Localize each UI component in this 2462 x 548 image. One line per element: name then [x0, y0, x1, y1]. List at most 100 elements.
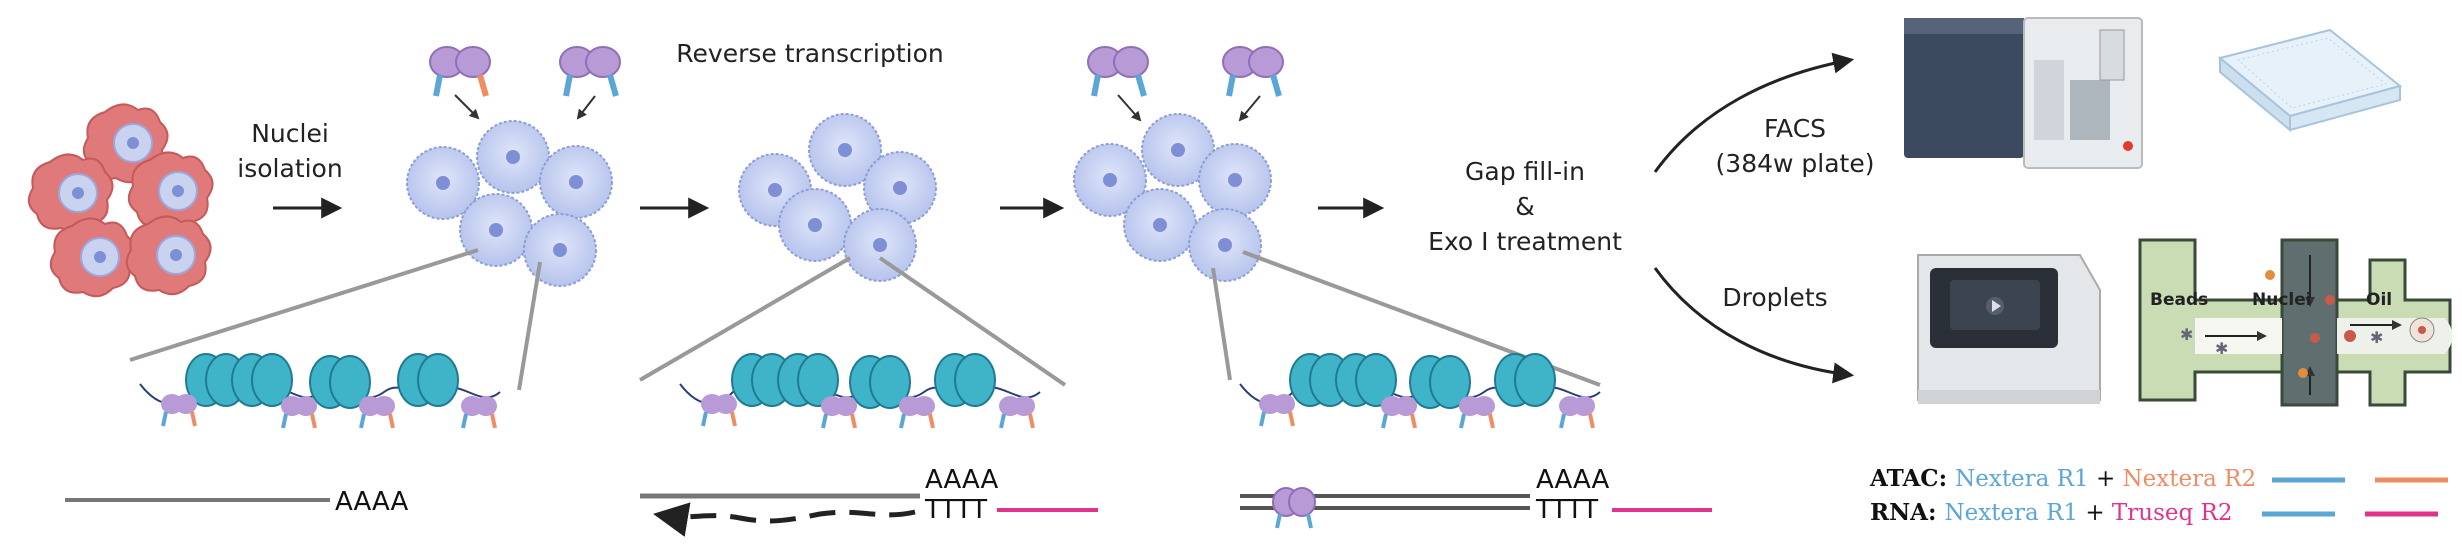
chromatin-fiber [1239, 353, 1601, 429]
transposome-icon [429, 46, 491, 97]
nucleus-icon [1188, 208, 1262, 282]
legend-rna-row: RNA: Nextera R1 + Truseq R2 [1870, 499, 2232, 526]
cell-icon [27, 153, 114, 234]
cell-icon [49, 217, 136, 298]
chromatin-fiber [679, 353, 1041, 429]
zoom-line [517, 261, 542, 391]
nucleus-icon [406, 146, 480, 220]
poly-a-label: AAAA [335, 487, 409, 517]
arrow-icon [1653, 52, 1855, 173]
legend-rna-read2: Truseq R2 [2112, 500, 2233, 526]
nucleus-icon [778, 188, 852, 262]
nucleus-icon [1123, 188, 1197, 262]
legend-atac-row: ATAC: Nextera R1 + Nextera R2 [1869, 465, 2256, 492]
histone-icon [1494, 353, 1556, 407]
nuclei-isolation-label-line1: Nuclei [251, 119, 329, 148]
chip-beads-label: Beads [2150, 290, 2208, 310]
zoom-line [129, 248, 479, 362]
transposome-group [1087, 46, 1284, 122]
facs-machine-icon [1904, 17, 2143, 169]
arrow-icon [454, 94, 480, 120]
droplets-label: Droplets [1722, 283, 1827, 312]
chip-oil-label: Oil [2366, 290, 2392, 310]
histone-icon [231, 353, 293, 407]
transposome-icon [999, 396, 1035, 429]
cdna-strand-arrow [653, 502, 916, 537]
nucleus-icon [1198, 143, 1272, 217]
poly-t-label: TTTT [1535, 495, 1598, 525]
svg-text:✱: ✱ [2180, 327, 2193, 344]
legend-rna-key: RNA [1870, 499, 1929, 526]
histone-icon [185, 353, 247, 407]
nucleus-icon [476, 120, 550, 194]
arrow-icon [1117, 94, 1142, 122]
poly-a-label: AAAA [925, 465, 999, 495]
histone-icon [1335, 353, 1397, 407]
zoom-line [1211, 267, 1232, 381]
histone-icon [1409, 355, 1471, 409]
transposome-icon [461, 396, 497, 429]
cell-icon [125, 215, 212, 296]
nuclei-isolation-label-line2: isolation [237, 154, 342, 183]
transposome-icon [161, 394, 197, 427]
nucleus-icon [808, 113, 882, 187]
transposome-icon [559, 46, 621, 97]
well-plate-icon [2217, 28, 2403, 133]
histone-icon [934, 353, 996, 407]
transposome-icon [1559, 396, 1595, 429]
nucleus-icon [523, 213, 597, 287]
gap-fill-label-line2: & [1515, 192, 1535, 221]
transposome-icon [1272, 487, 1316, 529]
nuclei-cluster [406, 120, 613, 287]
legend-atac-key: ATAC [1869, 465, 1939, 492]
transposome-icon [701, 394, 737, 427]
transposome-icon [281, 396, 317, 429]
zoom-line [878, 256, 1067, 387]
nuclei-cluster [738, 113, 937, 282]
nucleus-icon [1141, 113, 1215, 187]
rt-product: AAAA TTTT [640, 465, 1098, 537]
chromatin-fiber [139, 353, 501, 429]
histone-icon [849, 355, 911, 409]
legend-rna-read1: Nextera R1 [1944, 500, 2078, 526]
histone-icon [777, 353, 839, 407]
gap-filled-product: AAAA TTTT [1240, 465, 1712, 529]
nucleus-icon [1073, 143, 1147, 217]
gap-fill-label-line3: Exo I treatment [1428, 227, 1622, 256]
cell-cluster [27, 103, 214, 298]
svg-text:✱: ✱ [2215, 341, 2228, 358]
histone-icon [397, 353, 459, 407]
transposome-icon [821, 396, 857, 429]
transposome-icon [1381, 396, 1417, 429]
arrow-icon [1653, 267, 1855, 384]
reverse-transcription-label: Reverse transcription [676, 39, 943, 68]
facs-label-line2: (384w plate) [1716, 149, 1875, 178]
transposome-icon [1459, 396, 1495, 429]
gap-fill-label-line1: Gap fill-in [1465, 157, 1585, 186]
transposome-group [429, 46, 621, 120]
transposome-icon [1259, 394, 1295, 427]
arrow-icon [1238, 95, 1261, 122]
nucleus-icon [843, 208, 917, 282]
poly-t-label: TTTT [924, 495, 987, 525]
histone-icon [309, 355, 371, 409]
arrow-icon [576, 95, 596, 120]
droplet-instrument-icon [1917, 254, 2101, 404]
poly-a-label: AAAA [1536, 465, 1610, 495]
transposome-icon [359, 396, 395, 429]
nucleus-icon [459, 193, 533, 267]
cell-icon [127, 151, 214, 232]
microfluidic-chip-icon: ✱ ✱ ✱ Beads Nuclei Oil [2138, 238, 2453, 407]
legend-atac-read1: Nextera R1 [1955, 466, 2089, 492]
transposome-icon [899, 396, 935, 429]
chip-nuclei-label: Nuclei [2252, 290, 2312, 310]
transposome-icon [1222, 46, 1284, 97]
transposome-icon [1087, 46, 1149, 97]
zoom-line [638, 256, 852, 382]
legend: ATAC: Nextera R1 + Nextera R2 RNA: Nexte… [1869, 465, 2448, 526]
nucleus-icon [539, 145, 613, 219]
legend-atac-read2: Nextera R2 [2123, 466, 2257, 492]
nuclei-cluster [1073, 113, 1272, 282]
facs-label-line1: FACS [1764, 114, 1826, 143]
